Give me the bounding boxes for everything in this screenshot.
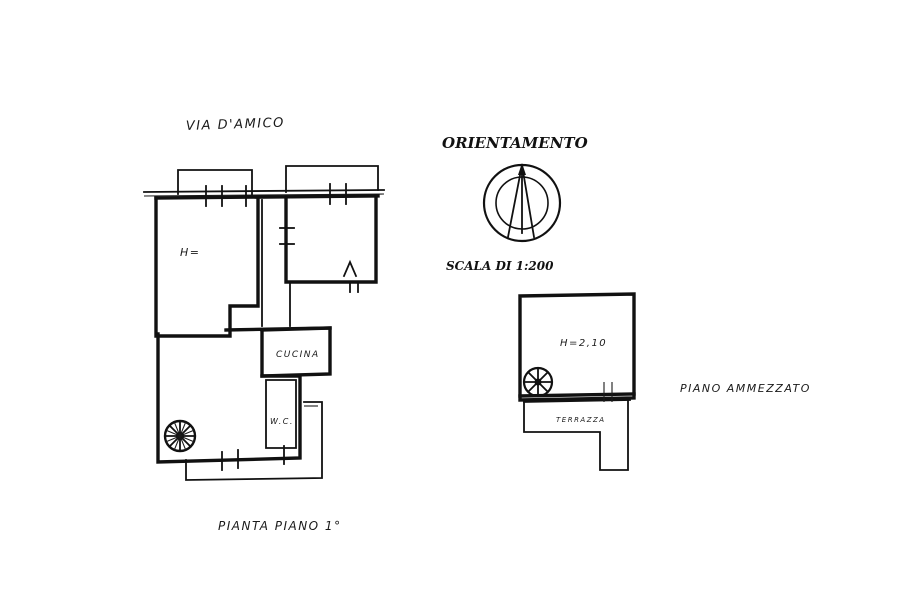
entrance-arrow-symbol <box>342 259 358 278</box>
upper-right-room-wall <box>284 194 378 284</box>
mezzanine-caption: PIANO AMMEZZATO <box>680 382 811 395</box>
orientation-title: ORIENTAMENTO <box>442 134 588 152</box>
mezzanine-room <box>518 292 636 402</box>
wc-label: W.C. <box>270 417 294 426</box>
upper-outer-wall <box>154 196 260 338</box>
wc-room <box>265 379 297 449</box>
courtyard-line <box>185 401 323 481</box>
terrace-outline <box>523 399 629 471</box>
scale-label: SCALA DI 1:200 <box>446 259 554 273</box>
north-arrow-icon <box>482 163 562 243</box>
street-label: VIA D'AMICO <box>186 116 286 134</box>
spiral-staircase-main <box>163 419 197 453</box>
terrace-label: TERRAZZA <box>556 416 606 424</box>
kitchen-label: CUCINA <box>276 350 320 360</box>
balcony-right <box>285 165 379 193</box>
room-height-label: H= <box>180 246 201 259</box>
main-floor-plan: H= CUCINA W.C. <box>143 165 385 533</box>
balcony-left <box>177 169 253 195</box>
orientation-block: ORIENTAMENTO SCALA DI 1:200 <box>442 134 588 273</box>
lower-outer-wall <box>156 328 302 464</box>
street-line <box>143 189 385 193</box>
spiral-staircase-mezzanine <box>522 366 554 398</box>
mezzanine-height-label: H=2,10 <box>560 338 607 349</box>
kitchen-room <box>260 326 332 378</box>
mezzanine-plan: H=2,10 TERRAZZA PIANO AMMEZZATO <box>518 292 811 471</box>
main-plan-caption: PIANTA PIANO 1° <box>218 519 342 533</box>
